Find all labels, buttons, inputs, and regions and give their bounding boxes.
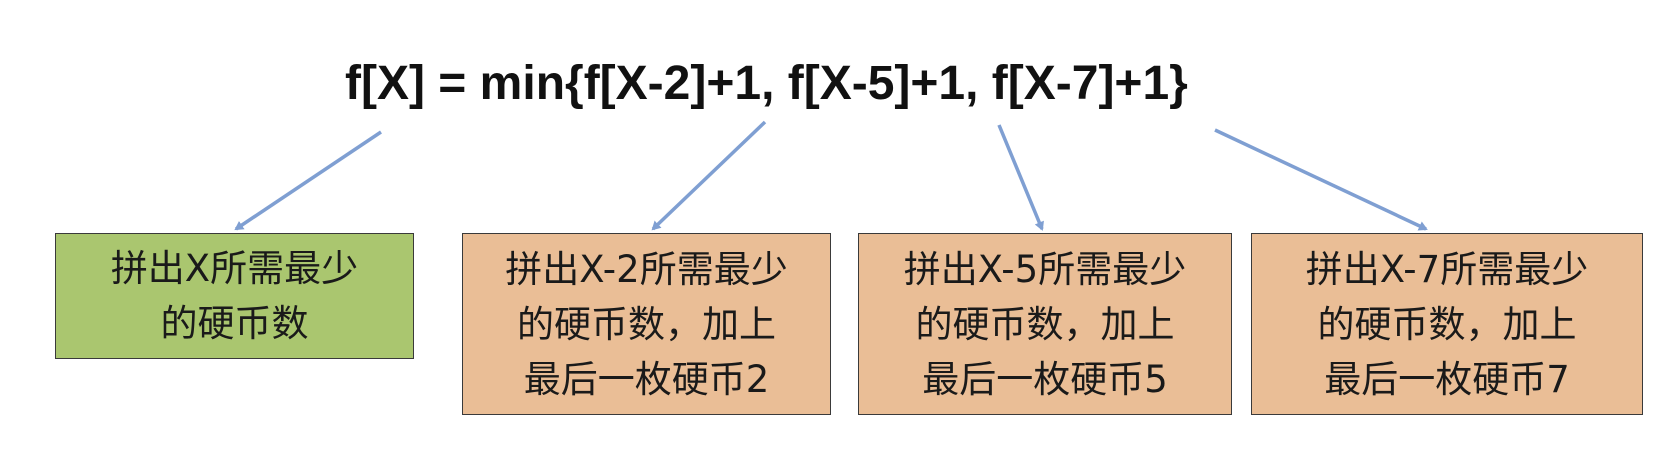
box-line: 最后一枚硬币5 — [922, 357, 1168, 401]
box-line: 最后一枚硬币2 — [523, 357, 770, 401]
box-line: 的硬币数 — [160, 302, 309, 345]
box-line: 的硬币数，加上 — [517, 302, 776, 346]
box-line: 拼出X-7所需最少 — [1305, 247, 1589, 291]
recurrence-formula: f[X] = min{f[X-2]+1, f[X-5]+1, f[X-7]+1} — [0, 52, 1676, 116]
box-line: 的硬币数，加上 — [915, 302, 1175, 346]
box-x-minus-2: 拼出X-2所需最少 的硬币数，加上 最后一枚硬币2 — [462, 233, 831, 415]
box-x-minus-7: 拼出X-7所需最少 的硬币数，加上 最后一枚硬币7 — [1251, 233, 1643, 415]
box-line: 拼出X所需最少 — [110, 247, 359, 290]
box-x-minus-5: 拼出X-5所需最少 的硬币数，加上 最后一枚硬币5 — [858, 233, 1232, 415]
box-x-min-coins: 拼出X所需最少 的硬币数 — [55, 233, 414, 359]
box-line: 拼出X-2所需最少 — [505, 247, 788, 291]
arrow-to-box-x — [234, 130, 382, 231]
arrow-to-box-x-7 — [1214, 128, 1428, 231]
arrow-to-box-x-5 — [997, 124, 1044, 231]
formula-text: f[X] = min{f[X-2]+1, f[X-5]+1, f[X-7]+1} — [345, 57, 1188, 110]
box-line: 拼出X-5所需最少 — [903, 247, 1187, 291]
arrow-to-box-x-2 — [651, 120, 767, 231]
box-line: 的硬币数，加上 — [1317, 302, 1577, 346]
box-line: 最后一枚硬币7 — [1324, 357, 1570, 401]
